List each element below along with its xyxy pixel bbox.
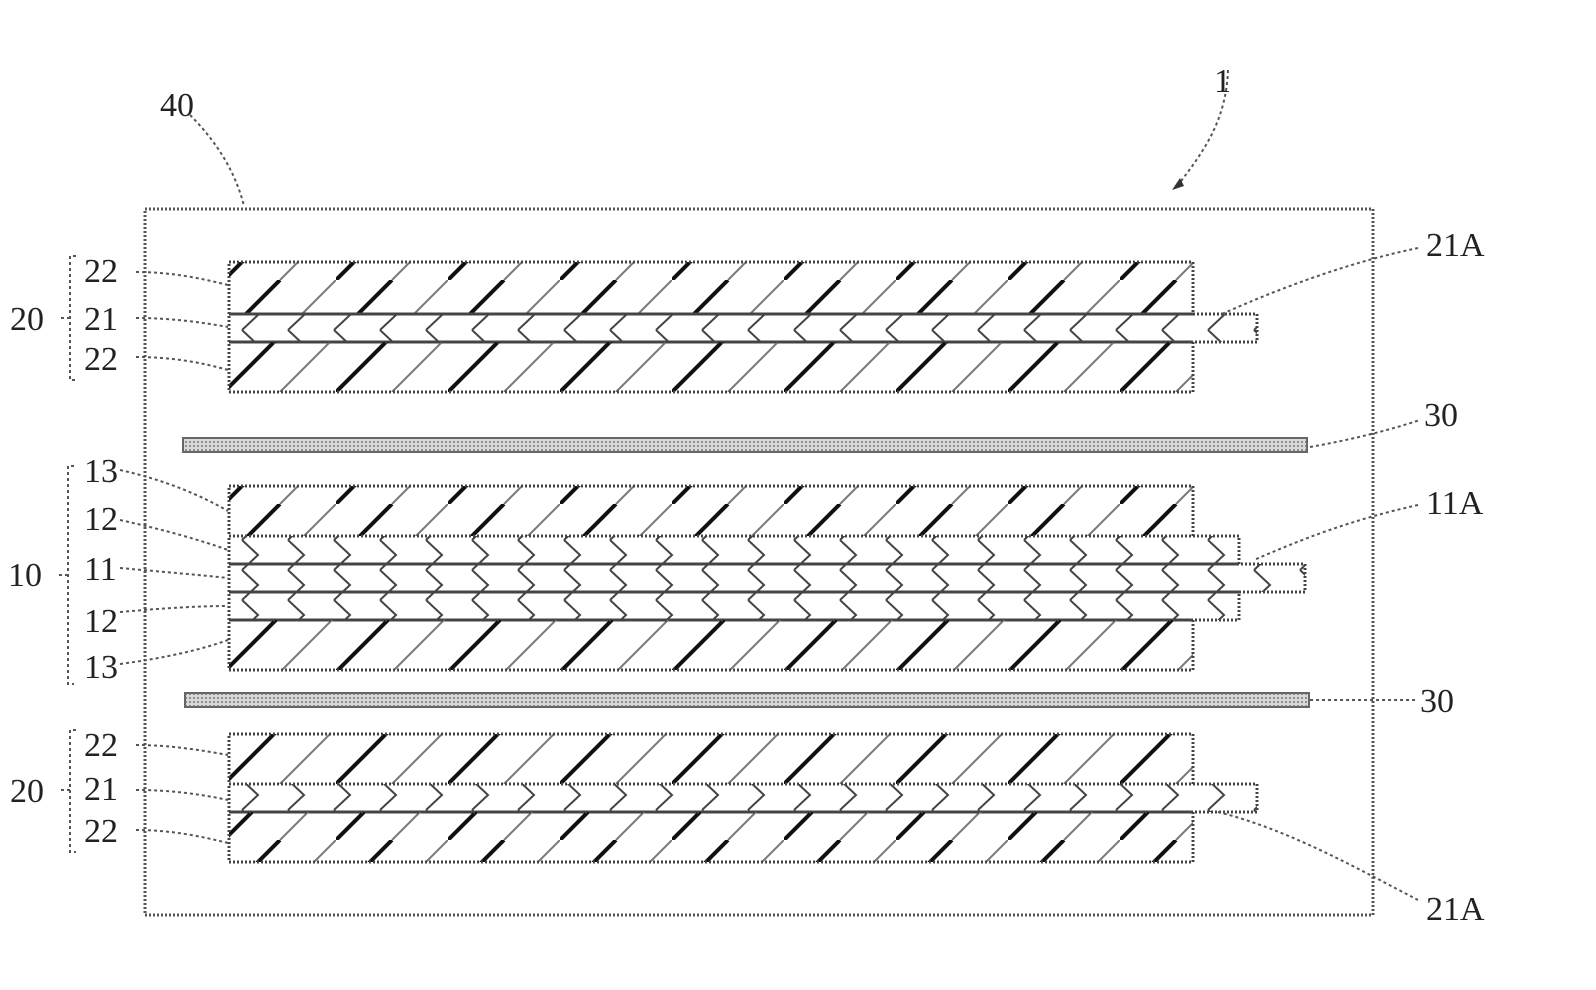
layer-22-top-b <box>229 342 1193 392</box>
layer-22-bottom-a <box>229 734 1193 784</box>
label-21A-bottom: 21A <box>1426 891 1485 928</box>
label-22-bottom-b: 22 <box>84 813 118 850</box>
label-13-top: 13 <box>84 453 118 490</box>
label-1: 1 <box>1214 63 1231 100</box>
layer-12-bottom <box>229 592 1239 620</box>
layer-12-top <box>229 536 1239 564</box>
label-40: 40 <box>160 87 194 124</box>
label-30-top: 30 <box>1424 397 1458 434</box>
label-22-bottom-a: 22 <box>84 727 118 764</box>
separator-30-bottom <box>185 693 1309 707</box>
label-22-top-a: 22 <box>84 253 118 290</box>
layer-13-top <box>229 486 1193 536</box>
label-11: 11 <box>84 551 117 588</box>
label-12-bottom: 12 <box>84 603 118 640</box>
label-21-bottom: 21 <box>84 771 118 808</box>
label-22-top-b: 22 <box>84 341 118 378</box>
electrode-20-top <box>229 262 1257 392</box>
label-20-bottom: 20 <box>10 773 44 810</box>
electrode-10 <box>229 486 1305 670</box>
layer-21-top <box>229 314 1257 342</box>
label-21A-top: 21A <box>1426 227 1485 264</box>
label-20-top: 20 <box>10 301 44 338</box>
label-10: 10 <box>8 557 42 594</box>
label-30-bottom: 30 <box>1420 683 1454 720</box>
label-13-bottom: 13 <box>84 649 118 686</box>
braces <box>58 256 76 852</box>
label-21-top: 21 <box>84 301 118 338</box>
label-11A: 11A <box>1426 485 1484 522</box>
separator-30-top <box>183 438 1307 452</box>
label-12-top: 12 <box>84 501 118 538</box>
layer-11 <box>229 564 1305 592</box>
layer-13-bottom <box>229 620 1193 670</box>
layer-22-bottom-b <box>229 812 1193 862</box>
layer-21-bottom <box>229 784 1257 812</box>
electrode-20-bottom <box>229 734 1257 862</box>
layer-22-top-a <box>229 262 1193 314</box>
